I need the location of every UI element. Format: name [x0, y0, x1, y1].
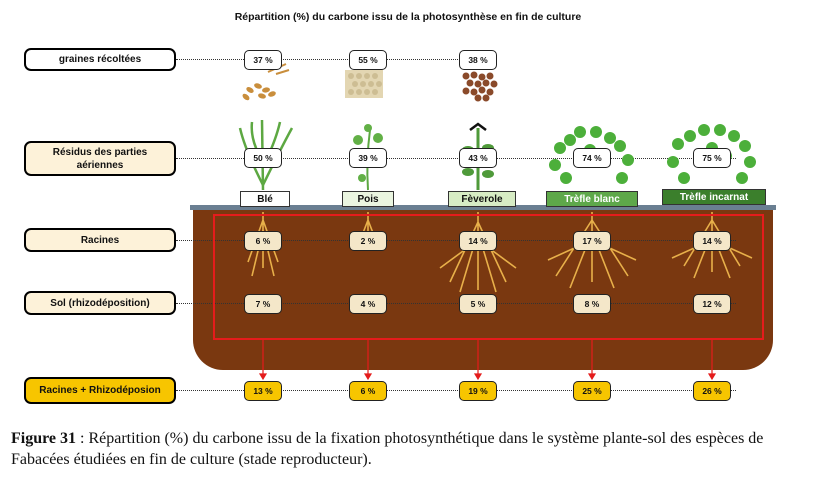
species-label-trefle-blanc: Trèfle blanc	[546, 191, 638, 207]
value-residus-ble: 50 %	[244, 148, 282, 168]
value-total-ble: 13 %	[244, 381, 282, 401]
value-total-trefle-blanc: 25 %	[573, 381, 611, 401]
row-label-residus: Résidus des parties aériennes	[24, 141, 176, 176]
value-racines-feverole: 14 %	[459, 231, 497, 251]
faba-bean-grains-icon	[462, 71, 498, 102]
value-racines-trefle-incarnat: 14 %	[693, 231, 731, 251]
species-label-pois: Pois	[342, 191, 394, 207]
value-grains-feverole: 38 %	[459, 50, 497, 70]
species-label-ble: Blé	[240, 191, 290, 207]
value-racines-pois: 2 %	[349, 231, 387, 251]
figure-caption: Figure 31 : Répartition (%) du carbone i…	[11, 428, 811, 470]
value-sol-ble: 7 %	[244, 294, 282, 314]
value-residus-pois: 39 %	[349, 148, 387, 168]
figure-caption-text: : Répartition (%) du carbone issu de la …	[11, 430, 764, 468]
diagram-title: Répartition (%) du carbone issu de la ph…	[234, 11, 582, 23]
roots-soil-frame	[213, 214, 764, 340]
value-total-trefle-incarnat: 26 %	[693, 381, 731, 401]
down-arrows	[258, 340, 717, 381]
row-label-total: Racines + Rhizodéposion	[24, 377, 176, 404]
value-total-feverole: 19 %	[459, 381, 497, 401]
row-label-sol: Sol (rhizodéposition)	[24, 291, 176, 315]
species-label-trefle-incarnat: Trèfle incarnat	[662, 189, 766, 205]
value-grains-ble: 37 %	[244, 50, 282, 70]
value-racines-ble: 6 %	[244, 231, 282, 251]
row-line-sol	[176, 303, 736, 304]
soil-surface	[190, 205, 776, 210]
value-residus-trefle-blanc: 74 %	[573, 148, 611, 168]
value-residus-trefle-incarnat: 75 %	[693, 148, 731, 168]
value-sol-feverole: 5 %	[459, 294, 497, 314]
row-label-grains: graines récoltées	[24, 48, 176, 71]
value-sol-pois: 4 %	[349, 294, 387, 314]
wheat-grains-icon	[242, 83, 276, 101]
value-sol-trefle-incarnat: 12 %	[693, 294, 731, 314]
value-sol-trefle-blanc: 8 %	[573, 294, 611, 314]
value-residus-feverole: 43 %	[459, 148, 497, 168]
row-line-racines	[176, 240, 736, 241]
figure-label: Figure 31	[11, 430, 77, 447]
value-racines-trefle-blanc: 17 %	[573, 231, 611, 251]
row-label-racines: Racines	[24, 228, 176, 252]
value-grains-pois: 55 %	[349, 50, 387, 70]
value-total-pois: 6 %	[349, 381, 387, 401]
row-line-grains	[176, 59, 496, 60]
species-label-feverole: Fèverole	[448, 191, 516, 207]
row-line-residus	[176, 158, 736, 159]
row-line-total	[176, 390, 736, 391]
